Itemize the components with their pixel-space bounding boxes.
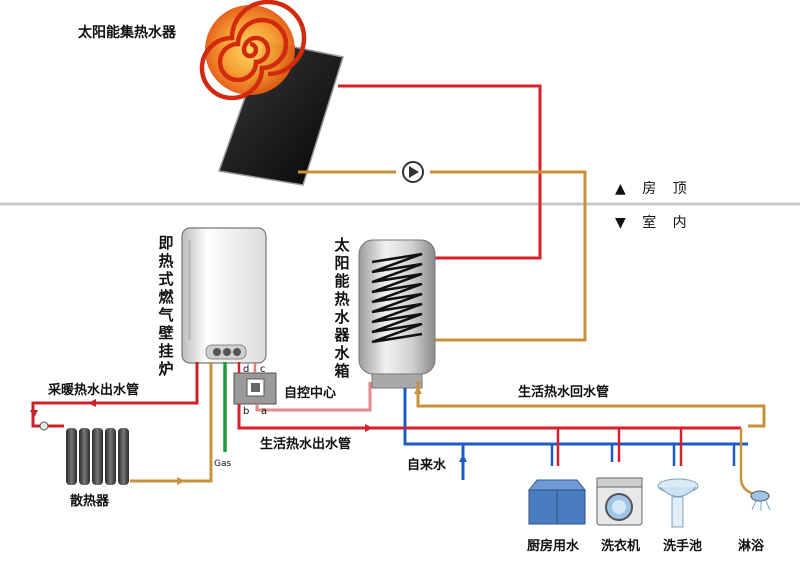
hot-water-return-pipe [416, 381, 766, 428]
roof-label: ▲ 房 顶 [615, 181, 693, 197]
controller-label: 自控中心 [284, 386, 337, 401]
shower-icon [739, 477, 771, 511]
cold-water-pipe [403, 388, 748, 480]
fixture-label-kitchen: 厨房用水 [527, 539, 580, 554]
heating-return-pipe [130, 362, 213, 483]
solar-tank-label: 太阳能热水器水箱 [334, 236, 350, 380]
hot-water-return-label: 生活热水回水管 [518, 385, 610, 400]
arrow-down-icon [30, 410, 38, 418]
fixture-label-washer: 洗衣机 [601, 539, 641, 554]
heating-supply-label: 采暖热水出水管 [48, 383, 140, 398]
arrow-right-icon [365, 424, 373, 432]
kitchen-sink-icon [527, 479, 587, 525]
controller-port-a: a [261, 406, 268, 417]
radiator [66, 428, 129, 485]
controller-port-d: d [243, 364, 250, 375]
fixture-drop-washer [610, 428, 621, 462]
gas-wall-boiler [181, 227, 267, 364]
solar-return-pipe [298, 170, 587, 342]
controller-port-b: b [243, 406, 250, 417]
solar-collector-label: 太阳能集热水器 [78, 25, 176, 41]
tap-water-label: 自来水 [407, 458, 447, 473]
controller-port-c: c [260, 364, 266, 375]
tank-hot-outlet-pipe [255, 382, 372, 412]
arrow-up-icon [414, 386, 422, 394]
circulation-pump-icon [402, 161, 424, 183]
fixture-drop-kitchen [550, 428, 560, 466]
controller-box [233, 372, 277, 405]
arrow-left-icon [88, 399, 96, 407]
solar-panel [217, 40, 344, 186]
washing-machine-icon [596, 477, 643, 526]
hot-water-supply-label: 生活热水出水管 [260, 437, 352, 452]
gas-label: Gas [214, 459, 232, 469]
arrow-up-icon [459, 454, 467, 462]
sun-icon [199, 0, 307, 101]
wash-basin-icon [657, 478, 699, 528]
indoor-label: ▼ 室 内 [615, 215, 693, 231]
fixture-drop-basin [672, 428, 683, 466]
valve-icon [39, 421, 49, 431]
arrow-right-icon [177, 477, 185, 485]
gas-boiler-label: 即热式燃气壁挂炉 [158, 234, 174, 378]
fixture-label-shower: 淋浴 [738, 539, 765, 554]
fixture-drop-shower [732, 428, 743, 478]
fixture-label-basin: 洗手池 [663, 539, 703, 554]
solar-water-tank [358, 239, 436, 389]
radiator-label: 散热器 [70, 494, 110, 509]
hot-water-supply-pipe [237, 404, 405, 430]
